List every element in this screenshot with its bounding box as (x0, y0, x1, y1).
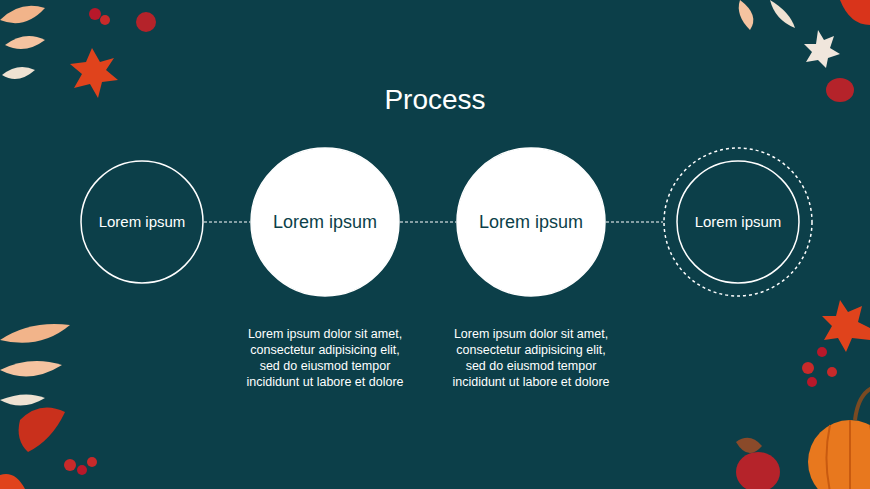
circle-label: Lorem ipsum (471, 210, 591, 234)
process-circle: Lorem ipsum (80, 160, 204, 284)
dashed-connector (400, 221, 456, 222)
leaves-bottom-right (736, 300, 870, 489)
leaves-top-right (739, 0, 870, 102)
circle-label: Lorem ipsum (92, 212, 191, 232)
circle-label: Lorem ipsum (689, 212, 787, 232)
circle-label: Lorem ipsum (265, 210, 385, 234)
step-description: Lorem ipsum dolor sit amet, consectetur … (245, 326, 405, 390)
dashed-connector (204, 221, 250, 222)
leaves-top-left (0, 6, 156, 98)
process-circle: Lorem ipsum (663, 147, 813, 297)
process-circle: Lorem ipsumLorem ipsum dolor sit amet, c… (456, 147, 606, 297)
process-circle: Lorem ipsumLorem ipsum dolor sit amet, c… (250, 147, 400, 297)
leaves-bottom-left (0, 324, 97, 489)
slide-title: Process (0, 84, 870, 116)
step-description: Lorem ipsum dolor sit amet, consectetur … (451, 326, 611, 390)
dashed-connector (606, 221, 663, 222)
